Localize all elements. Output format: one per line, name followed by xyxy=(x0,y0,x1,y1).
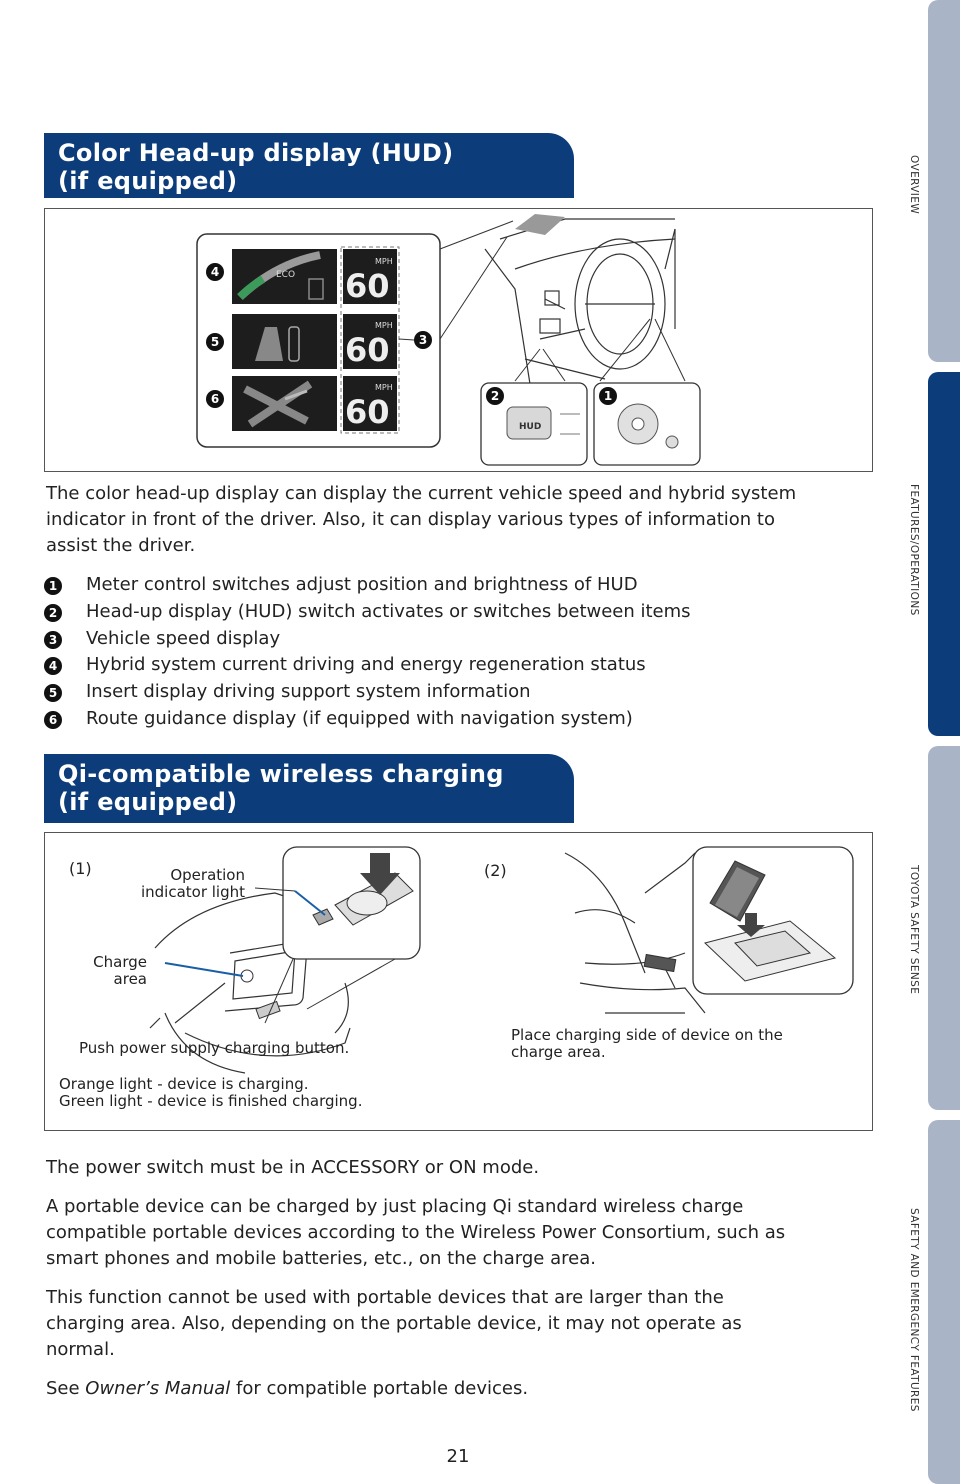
qi-title-line1: Qi-compatible wireless charging xyxy=(58,760,504,788)
push-caption: Push power supply charging button. xyxy=(79,1039,350,1057)
side-tab-safety-emergency[interactable] xyxy=(928,1120,960,1484)
qi-section-header: Qi-compatible wireless charging (if equi… xyxy=(44,754,574,823)
hud-figure: ECO MPH 60 MPH 60 xyxy=(44,208,873,472)
meter-control-switch-closeup xyxy=(617,403,679,449)
qi-illustration xyxy=(149,846,854,1074)
svg-text:4: 4 xyxy=(211,265,219,279)
hud-description: The color head-up display can display th… xyxy=(46,481,866,559)
side-tab-toyota-safety-sense[interactable] xyxy=(928,746,960,1110)
svg-text:HUD: HUD xyxy=(519,422,541,432)
svg-text:MPH: MPH xyxy=(375,321,393,330)
legend-text: Head-up display (HUD) switch activates o… xyxy=(86,601,691,622)
number-badge: 5 xyxy=(44,684,62,702)
legend-text: Meter control switches adjust position a… xyxy=(86,574,638,595)
qi-title-line2: (if equipped) xyxy=(58,788,238,816)
side-label-safety-emergency: SAFETY AND EMERGENCY FEATURES xyxy=(908,1208,920,1412)
side-label-toyota-safety-sense: TOYOTA SAFETY SENSE xyxy=(908,865,920,995)
svg-text:2: 2 xyxy=(491,389,499,403)
hud-desc-line: assist the driver. xyxy=(46,535,196,556)
svg-text:60: 60 xyxy=(345,393,390,431)
qi-figure: (1) (2) Operation indicator light Charge… xyxy=(44,832,873,1131)
qi-label-2: (2) xyxy=(484,861,507,880)
qi-paragraph-1: The power switch must be in ACCESSORY or… xyxy=(46,1157,540,1178)
svg-text:1: 1 xyxy=(604,389,612,403)
side-label-overview: OVERVIEW xyxy=(908,155,920,215)
qi-label-1: (1) xyxy=(69,859,92,878)
qi-paragraph-2: A portable device can be charged by just… xyxy=(46,1196,786,1269)
qi-paragraph-4: See Owner’s Manual for compatible portab… xyxy=(46,1378,529,1399)
hud-title-line1: Color Head-up display (HUD) xyxy=(58,139,454,167)
side-label-features-operations: FEATURES/OPERATIONS xyxy=(908,484,920,616)
hud-desc-line: The color head-up display can display th… xyxy=(46,483,797,504)
hud-display-energy: ECO xyxy=(232,249,337,304)
side-tab-features-operations[interactable] xyxy=(928,372,960,736)
hud-speed-display: MPH 60 MPH 60 MPH 60 xyxy=(343,249,397,431)
charge-area-label: Charge area xyxy=(93,953,147,988)
operation-indicator-label: Operation indicator light xyxy=(140,866,245,901)
number-badge: 1 xyxy=(44,577,62,595)
svg-text:60: 60 xyxy=(345,331,390,369)
hud-display-route xyxy=(232,376,337,431)
hud-section-header: Color Head-up display (HUD) (if equipped… xyxy=(44,133,574,198)
svg-text:5: 5 xyxy=(211,335,219,349)
svg-text:MPH: MPH xyxy=(375,383,393,392)
qi-paragraph-3: This function cannot be used with portab… xyxy=(46,1287,742,1360)
number-badge: 2 xyxy=(44,604,62,622)
side-tab-overview[interactable] xyxy=(928,0,960,362)
svg-text:60: 60 xyxy=(345,267,390,305)
place-caption: Place charging side of device on the cha… xyxy=(511,1026,783,1061)
light-captions: Orange light - device is charging. Green… xyxy=(59,1075,363,1110)
page-number: 21 xyxy=(446,1446,470,1467)
svg-text:MPH: MPH xyxy=(375,257,393,266)
owners-manual-reference: Owner’s Manual xyxy=(85,1378,231,1399)
hud-switch-closeup: HUD xyxy=(506,406,580,440)
number-badge: 6 xyxy=(44,711,62,729)
number-badge: 3 xyxy=(44,631,62,649)
legend-text: Route guidance display (if equipped with… xyxy=(86,708,633,729)
hud-display-driving-support xyxy=(232,314,337,369)
hud-title-line2: (if equipped) xyxy=(58,167,238,195)
hud-desc-line: indicator in front of the driver. Also, … xyxy=(46,509,775,530)
legend-text: Vehicle speed display xyxy=(86,628,281,649)
legend-text: Hybrid system current driving and energy… xyxy=(86,654,646,675)
svg-text:ECO: ECO xyxy=(276,270,295,280)
svg-text:3: 3 xyxy=(419,333,427,347)
hud-illustration: ECO MPH 60 MPH 60 xyxy=(196,214,701,466)
svg-text:6: 6 xyxy=(211,392,219,406)
legend-text: Insert display driving support system in… xyxy=(86,681,531,702)
number-badge: 4 xyxy=(44,657,62,675)
